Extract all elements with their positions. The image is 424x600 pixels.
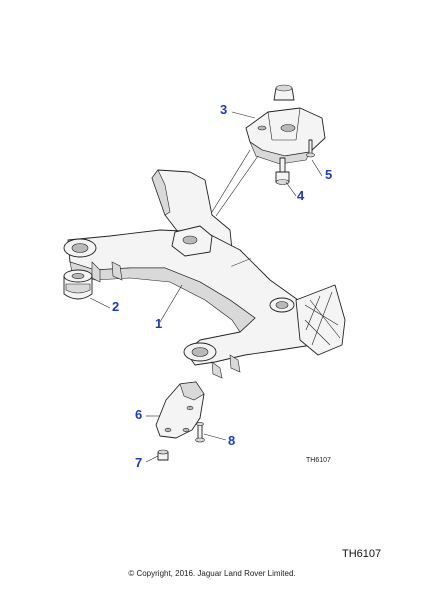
bush: [63, 269, 93, 300]
callout-2: 2: [112, 299, 120, 314]
mounting-bracket: [245, 84, 326, 165]
nut: [157, 449, 169, 461]
callout-8: 8: [228, 433, 236, 448]
callout-1: 1: [155, 316, 163, 331]
callout-7: 7: [135, 455, 143, 470]
subframe: ———: [63, 169, 346, 379]
copyright-notice: © Copyright, 2016. Jaguar Land Rover Lim…: [128, 569, 296, 578]
callout-6: 6: [135, 407, 143, 422]
bolt-large: [275, 157, 290, 185]
illustration-code: TH6107: [306, 457, 331, 464]
bracket-plate: [155, 381, 205, 439]
bolt-small: [306, 139, 315, 158]
callout-3: 3: [220, 102, 228, 117]
reference-code: TH6107: [342, 548, 382, 560]
callout-5: 5: [325, 167, 333, 182]
stud-bolt: [195, 422, 205, 443]
callout-4: 4: [297, 188, 305, 203]
